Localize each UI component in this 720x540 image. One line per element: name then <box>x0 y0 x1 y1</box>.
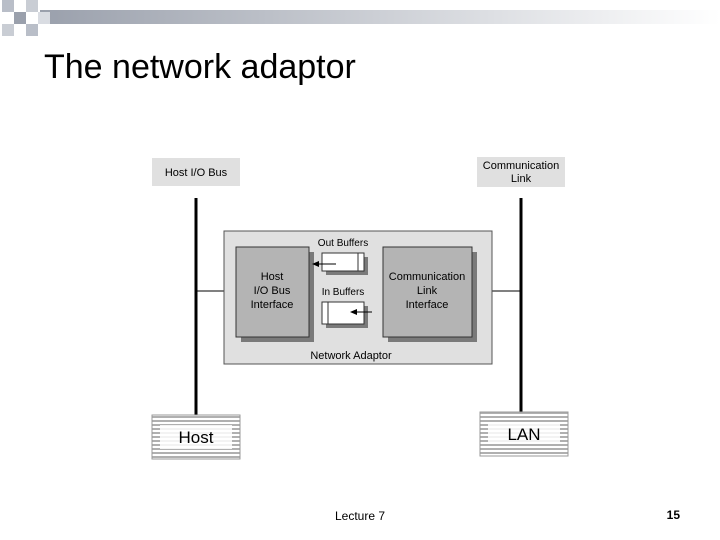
footer-lecture: Lecture 7 <box>334 509 386 523</box>
comm-interface-line1: Communication <box>389 271 465 283</box>
header-square <box>26 0 38 12</box>
header-square <box>2 0 14 12</box>
host-io-bus-label-box <box>152 158 240 186</box>
comm-interface-line3: Interface <box>406 299 449 311</box>
out-buffer <box>321 252 365 272</box>
host-interface-line3: Interface <box>251 299 294 311</box>
lan-label: LAN <box>507 425 540 444</box>
header-square <box>38 12 50 24</box>
comm-interface-box <box>382 246 473 338</box>
lan-box-label-band <box>488 422 560 444</box>
network-adaptor-label: Network Adaptor <box>310 350 392 362</box>
host-io-bus-label: Host I/O Bus <box>165 167 228 179</box>
host-interface-line2: I/O Bus <box>254 285 291 297</box>
comm-interface-line2: Link <box>417 285 438 297</box>
header-square <box>2 24 14 36</box>
host-box-label-band <box>160 425 232 449</box>
header-square <box>14 12 26 24</box>
out-buffer-arrowhead <box>312 261 319 267</box>
in-buffer <box>321 301 365 325</box>
host-label: Host <box>179 428 214 447</box>
slide-title: The network adaptor <box>44 48 356 86</box>
host-interface-line1: Host <box>261 271 284 283</box>
comm-link-label-box <box>477 157 565 187</box>
comm-link-label-line1: Communication <box>483 160 559 172</box>
host-interface-box <box>235 246 310 338</box>
out-buffers-label: Out Buffers <box>318 238 368 249</box>
page-number: 15 <box>666 508 680 522</box>
comm-link-label-line2: Link <box>511 173 532 185</box>
in-buffer-arrowhead <box>350 309 357 315</box>
header-decoration <box>2 0 720 36</box>
in-buffers-label: In Buffers <box>322 287 365 298</box>
header-square <box>26 24 38 36</box>
